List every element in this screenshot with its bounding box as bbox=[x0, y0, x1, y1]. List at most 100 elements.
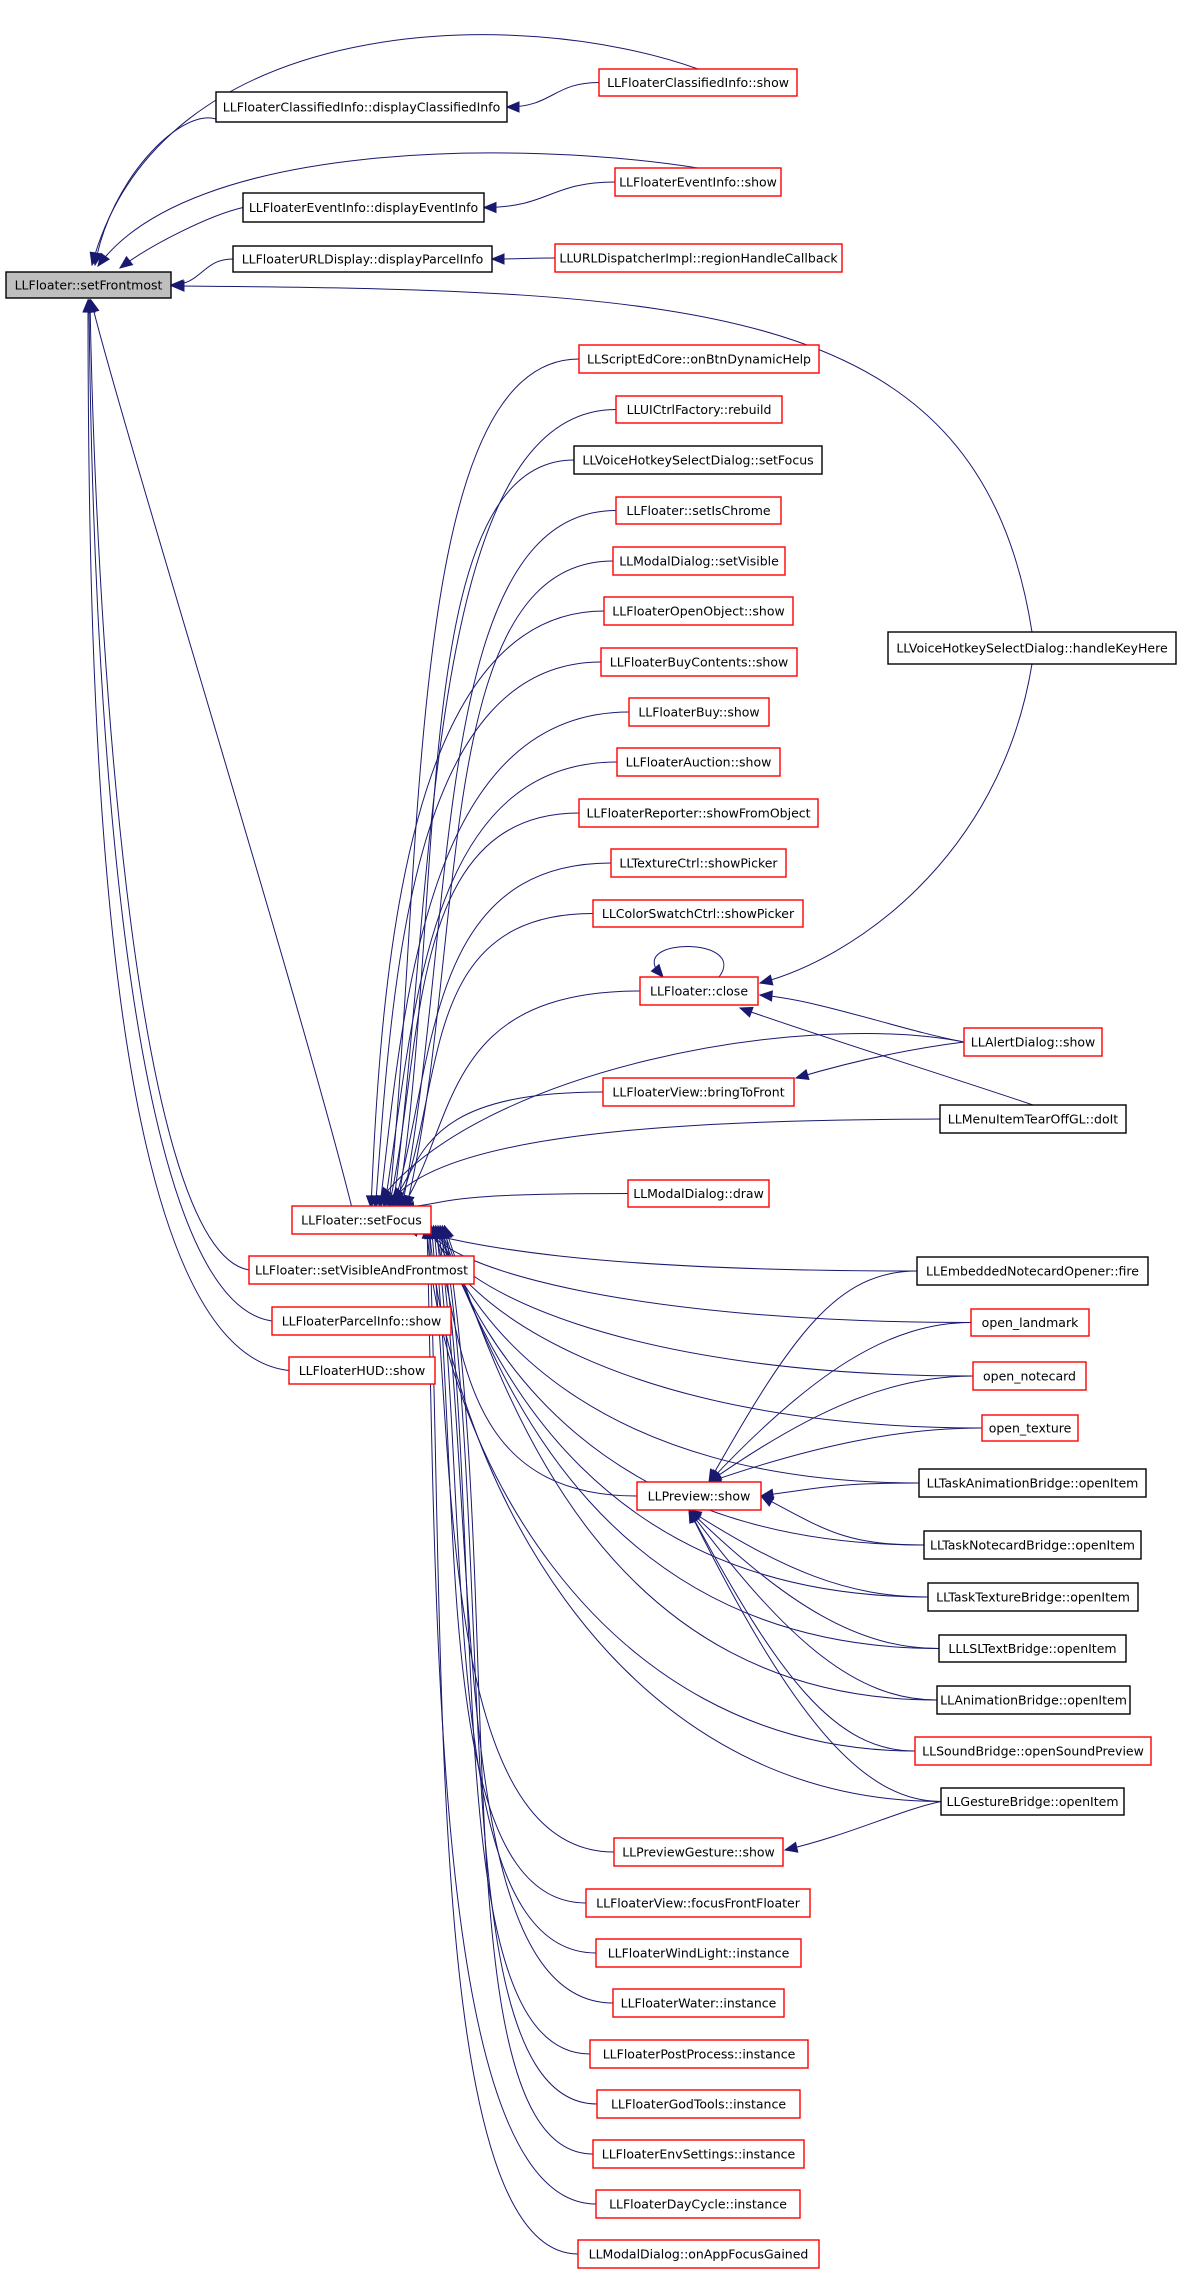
node-open-object[interactable]: LLFloaterOpenObject::show bbox=[603, 596, 794, 626]
node-url-callback[interactable]: LLURLDispatcherImpl::regionHandleCallbac… bbox=[554, 243, 843, 273]
node-label: LLFloater::setIsChrome bbox=[626, 503, 770, 518]
node-close[interactable]: LLFloater::close bbox=[639, 976, 759, 1006]
edge-auctionShow-to-setFocus bbox=[380, 761, 618, 1210]
node-buy-contents[interactable]: LLFloaterBuyContents::show bbox=[600, 647, 798, 677]
node-focus-front[interactable]: LLFloaterView::focusFrontFloater bbox=[585, 1888, 811, 1918]
node-buy-show[interactable]: LLFloaterBuy::show bbox=[628, 697, 770, 727]
node-set-is-chrome[interactable]: LLFloater::setIsChrome bbox=[615, 496, 782, 525]
edge-line bbox=[739, 1007, 1034, 1106]
edge-line bbox=[428, 1225, 579, 2255]
node-set-focus[interactable]: LLFloater::setFocus bbox=[291, 1205, 432, 1235]
edge-line bbox=[119, 207, 244, 269]
edge-alertShow-to-setFocus bbox=[379, 1033, 965, 1202]
node-label: LLFloaterEventInfo::displayEventInfo bbox=[249, 200, 478, 215]
edge-parcelInfo-to-setFrontmost bbox=[83, 298, 273, 1322]
node-label: LLTaskTextureBridge::openItem bbox=[936, 1590, 1130, 1605]
node-label: LLModalDialog::onAppFocusGained bbox=[589, 2247, 809, 2262]
node-auction-show[interactable]: LLFloaterAuction::show bbox=[616, 747, 781, 777]
node-color-picker[interactable]: LLColorSwatchCtrl::showPicker bbox=[592, 899, 804, 928]
node-open-texture[interactable]: open_texture bbox=[981, 1414, 1079, 1442]
node-task-notecard: LLTaskNotecardBridge::openItem bbox=[923, 1530, 1142, 1560]
node-box bbox=[970, 1308, 1090, 1337]
edge-line bbox=[396, 459, 575, 1209]
edge-line bbox=[171, 285, 1033, 633]
edge-previewGesture-to-setFocus bbox=[426, 1224, 615, 1853]
edge-voiceKey-to-setFrontmost bbox=[170, 280, 1033, 633]
edge-line bbox=[760, 1495, 925, 1546]
edge-lslText-to-setFocus bbox=[440, 1224, 940, 1649]
node-hud-show[interactable]: LLFloaterHUD::show bbox=[288, 1356, 436, 1385]
node-day-cycle[interactable]: LLFloaterDayCycle::instance bbox=[595, 2189, 801, 2219]
node-script-help[interactable]: LLScriptEdCore::onBtnDynamicHelp bbox=[578, 344, 820, 374]
edge-line bbox=[435, 1225, 920, 1484]
arrowhead-icon bbox=[490, 253, 505, 265]
edge-taskTexture-to-setFocus bbox=[438, 1224, 929, 1598]
node-label: LLEmbeddedNotecardOpener::fire bbox=[926, 1264, 1139, 1279]
node-reporter[interactable]: LLFloaterReporter::showFromObject bbox=[578, 798, 819, 828]
edge-openNotecard-to-setFocus bbox=[426, 1224, 974, 1377]
edge-bringToFront-to-setFocus bbox=[387, 1091, 604, 1210]
node-set-vis-front[interactable]: LLFloater::setVisibleAndFrontmost bbox=[248, 1255, 475, 1285]
node-label: LLFloaterView::focusFrontFloater bbox=[596, 1896, 801, 1911]
edge-line bbox=[483, 181, 616, 208]
node-box bbox=[616, 747, 781, 777]
arrowhead-icon bbox=[758, 974, 774, 986]
edge-line bbox=[441, 1225, 940, 1649]
node-open-notecard[interactable]: open_notecard bbox=[972, 1361, 1087, 1391]
node-ui-rebuild[interactable]: LLUICtrlFactory::rebuild bbox=[615, 395, 783, 424]
node-label: LLFloaterView::bringToFront bbox=[612, 1085, 784, 1100]
node-wind-light[interactable]: LLFloaterWindLight::instance bbox=[595, 1938, 802, 1968]
arrowhead-icon bbox=[759, 1495, 775, 1507]
node-modal-draw[interactable]: LLModalDialog::draw bbox=[627, 1179, 770, 1208]
node-label: LLTextureCtrl::showPicker bbox=[619, 856, 778, 871]
node-parcel-info[interactable]: LLFloaterParcelInfo::show bbox=[271, 1306, 452, 1336]
edge-line bbox=[688, 1509, 929, 1598]
node-lsl-text: LLLSLTextBridge::openItem bbox=[938, 1634, 1127, 1663]
edge-taskNotecard-to-previewShow bbox=[759, 1495, 925, 1546]
node-box bbox=[918, 1468, 1147, 1498]
node-ei-show[interactable]: LLFloaterEventInfo::show bbox=[614, 167, 782, 197]
node-box bbox=[627, 1179, 770, 1208]
node-god-tools[interactable]: LLFloaterGodTools::instance bbox=[596, 2089, 801, 2119]
node-water[interactable]: LLFloaterWater::instance bbox=[612, 1988, 785, 2018]
node-label: LLVoiceHotkeySelectDialog::handleKeyHere bbox=[896, 641, 1168, 656]
node-texture-picker[interactable]: LLTextureCtrl::showPicker bbox=[610, 848, 787, 878]
edge-focusFront-to-setFocus bbox=[429, 1224, 587, 1904]
edge-line bbox=[401, 1193, 629, 1209]
node-preview-show[interactable]: LLPreview::show bbox=[636, 1481, 762, 1511]
node-alert-show[interactable]: LLAlertDialog::show bbox=[963, 1027, 1103, 1057]
edge-line bbox=[391, 1118, 941, 1201]
node-modal-set-visible[interactable]: LLModalDialog::setVisible bbox=[612, 546, 786, 576]
node-label: LLColorSwatchCtrl::showPicker bbox=[602, 906, 795, 921]
node-ci-show[interactable]: LLFloaterClassifiedInfo::show bbox=[598, 68, 798, 97]
edge-line bbox=[91, 34, 699, 266]
edge-openTexture-to-setFocus bbox=[429, 1224, 983, 1429]
node-box bbox=[639, 976, 759, 1006]
node-ci-display: LLFloaterClassifiedInfo::displayClassifi… bbox=[215, 91, 508, 123]
edge-line bbox=[759, 994, 965, 1043]
edge-line bbox=[439, 1225, 591, 2055]
node-app-focus[interactable]: LLModalDialog::onAppFocusGained bbox=[577, 2239, 820, 2269]
arrowhead-icon bbox=[82, 298, 94, 313]
node-label: LLTaskNotecardBridge::openItem bbox=[930, 1538, 1135, 1553]
node-box bbox=[288, 1356, 436, 1385]
edge-water-to-setFocus bbox=[434, 1224, 614, 2004]
node-open-landmark[interactable]: open_landmark bbox=[970, 1308, 1090, 1337]
node-label: LLFloaterBuyContents::show bbox=[610, 655, 788, 670]
node-box bbox=[585, 1888, 811, 1918]
edge-line bbox=[401, 510, 617, 1209]
node-box bbox=[578, 798, 819, 828]
edge-line bbox=[688, 1509, 916, 1752]
node-label: LLGestureBridge::openItem bbox=[946, 1794, 1118, 1809]
node-sound-bridge[interactable]: LLSoundBridge::openSoundPreview bbox=[914, 1736, 1152, 1766]
node-bring-to-front[interactable]: LLFloaterView::bringToFront bbox=[602, 1077, 795, 1107]
edge-close-to-setFocus bbox=[401, 990, 641, 1210]
node-label: LLFloaterOpenObject::show bbox=[612, 604, 784, 619]
edge-urlCallback-to-urlDisplay bbox=[490, 253, 556, 265]
edge-line bbox=[708, 1375, 974, 1483]
node-env-settings[interactable]: LLFloaterEnvSettings::instance bbox=[592, 2139, 805, 2169]
node-preview-gesture[interactable]: LLPreviewGesture::show bbox=[613, 1837, 784, 1867]
edge-ciShow-to-ciDisplay bbox=[505, 82, 600, 113]
node-post-process[interactable]: LLFloaterPostProcess::instance bbox=[589, 2039, 809, 2069]
